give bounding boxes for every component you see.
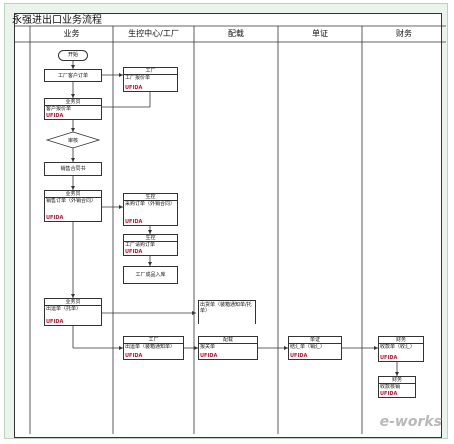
receipt-node: 财务 收款单（收汇） UFIDA [378, 336, 424, 362]
ufida-logo: UFIDA [380, 391, 398, 397]
ufida-logo: UFIDA [125, 219, 143, 225]
settlement-node: 单证 结汇单（销汇） UFIDA [288, 336, 342, 360]
node-header: 单证 [289, 337, 341, 344]
node-body: 工厂报价单 [125, 75, 151, 81]
ufida-logo: UFIDA [46, 319, 64, 325]
node-header: 财务 [379, 337, 423, 344]
ufida-logo: UFIDA [380, 355, 398, 361]
ufida-logo: UFIDA [290, 353, 308, 359]
node-body: 结汇单（销汇） [290, 344, 326, 350]
node-body: 收款单（收汇） [380, 344, 416, 350]
customer-quote-node: 业务员 客户报价单 UFIDA [44, 98, 102, 120]
shipment-order-node: 业务员 出运单（托单） UFIDA [44, 298, 102, 326]
node-body: 收款核销 [380, 384, 401, 390]
sales-order-node: 业务员 销售订单（外销合同） UFIDA [44, 190, 102, 222]
node-header: 业务员 [45, 99, 101, 106]
node-header: 业务员 [45, 299, 101, 306]
node-body: 报关单 [200, 344, 216, 350]
lane-header-finance: 财务 [396, 29, 412, 38]
ufida-logo: UFIDA [200, 353, 218, 359]
receipt-writeoff-node: 财务 收款核销 UFIDA [378, 376, 416, 398]
watermark-logo: e-works [379, 414, 442, 430]
sales-contract-node: 销售合同书 [44, 162, 102, 176]
page-title: 永强进出口业务流程 [12, 15, 102, 26]
ufida-logo: UFIDA [46, 215, 64, 221]
ufida-logo: UFIDA [125, 353, 143, 359]
node-header: 业务员 [45, 191, 101, 198]
decision-label: 审核 [67, 138, 78, 144]
node-header: 工厂 [124, 337, 183, 344]
node-body: 客户报价单 [46, 106, 72, 112]
node-body: 出运单（托单） [46, 306, 82, 312]
factory-requisition-node: 生控 工厂请购订单 UFIDA [123, 234, 178, 256]
start-node: 开始 [58, 50, 88, 61]
node-header: 工厂 [124, 68, 177, 75]
ufida-logo: UFIDA [125, 85, 143, 91]
ufida-logo: UFIDA [125, 249, 143, 255]
ufida-logo: UFIDA [46, 113, 64, 119]
factory-customer-order-node: 工厂客户订单 [44, 69, 102, 82]
decision-diamond [45, 131, 101, 149]
lane-header-stowage: 配载 [228, 29, 244, 38]
node-header: 生控 [124, 235, 177, 242]
customs-declaration-node: 配载 报关单 UFIDA [198, 336, 258, 360]
node-body: 采购订单（外销合同） [125, 201, 176, 207]
shipping-document-node: 出货单（装箱通知单/托单） [198, 300, 256, 324]
lane-header-documents: 单证 [312, 29, 328, 38]
lane-header-production: 生控中心/工厂 [128, 29, 179, 38]
node-body: 工厂请购订单 [125, 242, 156, 248]
node-body: 销售订单（外销合同） [46, 198, 97, 204]
factory-shipment-node: 工厂 出运单（装箱通知单） UFIDA [123, 336, 184, 360]
factory-inbound-node: 工厂成品入库 [123, 266, 178, 284]
node-header: 配载 [199, 337, 257, 344]
lane-header-sales: 业务 [63, 29, 80, 38]
node-body: 出运单（装箱通知单） [125, 344, 176, 350]
purchase-order-node: 生控 采购订单（外销合同） UFIDA [123, 193, 178, 226]
node-header: 财务 [379, 377, 415, 384]
outer-frame [4, 3, 448, 439]
factory-quote-node: 工厂 工厂报价单 UFIDA [123, 67, 178, 92]
flowchart-canvas [14, 13, 442, 438]
node-header: 生控 [124, 194, 177, 201]
